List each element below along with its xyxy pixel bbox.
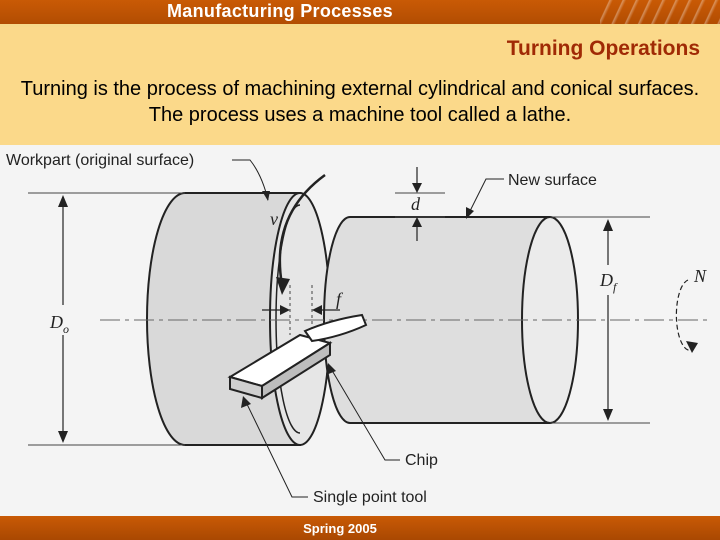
header-underline — [0, 24, 720, 27]
d0-arrow-top — [58, 195, 68, 207]
header-title: Manufacturing Processes — [167, 1, 393, 21]
v-arrow-head — [276, 277, 290, 295]
v-symbol: v — [270, 209, 278, 229]
df-arrow-bottom — [603, 409, 613, 421]
new-surface-leader-arrow — [466, 207, 474, 219]
f-symbol: f — [336, 289, 344, 309]
tool-leader — [244, 399, 308, 498]
new-surface-leader — [467, 178, 504, 216]
n-symbol: N — [693, 266, 707, 286]
d-symbol: d — [411, 194, 421, 214]
chip-leader — [329, 366, 400, 461]
workpart-label: Workpart (original surface) — [6, 152, 194, 169]
f-arrow-left — [280, 305, 290, 315]
tool-leader-arrow — [241, 396, 251, 408]
d-arrow-bottom — [412, 217, 422, 227]
chip-label: Chip — [405, 452, 438, 469]
footer-bar: Spring 2005 — [0, 516, 720, 540]
chip-shape — [303, 313, 368, 343]
header-bar: Manufacturing Processes — [0, 0, 720, 24]
workpiece-end-face — [269, 192, 331, 446]
v-rotation-arrow — [278, 173, 326, 286]
turning-diagram: Do Df d v f — [0, 145, 720, 516]
cutting-tool-side — [261, 341, 331, 400]
d0-symbol: Do — [49, 312, 69, 336]
new-surface-label: New surface — [508, 172, 597, 189]
turning-diagram-svg: Do Df d v f — [6, 152, 710, 506]
f-arrow-right — [312, 305, 322, 315]
tool-label: Single point tool — [313, 489, 427, 506]
title-band: Turning Operations Turning is the proces… — [0, 27, 720, 145]
chip-leader-arrow — [326, 363, 336, 375]
header-stripe-decoration — [600, 0, 720, 24]
slide-title: Turning Operations — [506, 37, 700, 60]
d-arrow-top — [412, 183, 422, 193]
footer-text: Spring 2005 — [303, 521, 377, 536]
workpart-leader-arrow — [262, 191, 270, 201]
n-arrow-head — [686, 341, 698, 353]
df-arrow-top — [603, 219, 613, 231]
slide-description: Turning is the process of machining exte… — [20, 78, 700, 126]
n-rotation-arc — [675, 279, 693, 351]
df-symbol: Df — [599, 270, 618, 294]
d0-arrow-bottom — [58, 431, 68, 443]
